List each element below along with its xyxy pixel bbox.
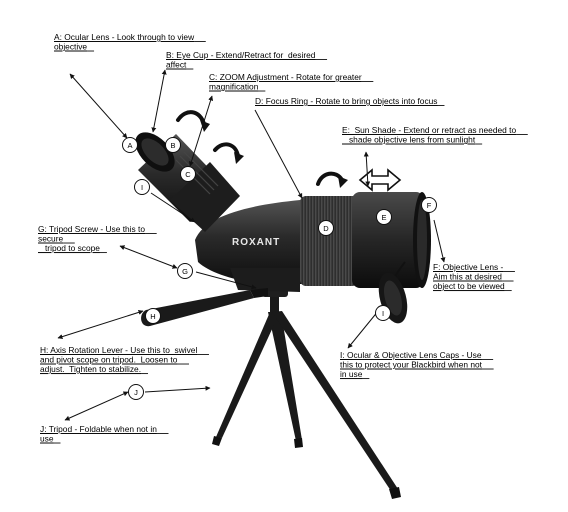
label-sun-shade: E: Sun Shade - Extend or retract as need…	[342, 125, 528, 145]
tripod-leg-right	[272, 311, 398, 491]
marker-i-top-letter: I	[141, 183, 143, 192]
focus-ring	[300, 196, 358, 286]
marker-i-top: I	[134, 179, 150, 195]
label-tripod: J: Tripod - Foldable when not in use	[40, 424, 169, 444]
marker-j-letter: J	[134, 388, 138, 397]
marker-f-letter: F	[427, 201, 432, 210]
sun-shade-arrow	[358, 168, 402, 192]
brand-logo: ROXANT	[232, 237, 280, 248]
marker-g: G	[177, 263, 193, 279]
marker-e: E	[376, 209, 392, 225]
label-focus-ring: D: Focus Ring - Rotate to bring objects …	[255, 96, 444, 106]
label-tripod-screw: G: Tripod Screw - Use this to secure tri…	[38, 224, 157, 253]
tripod-leg-front	[268, 312, 302, 441]
marker-g-letter: G	[182, 267, 188, 276]
marker-a-letter: A	[127, 141, 132, 150]
tripod-leg-left	[216, 312, 279, 438]
marker-i-cap-letter: I	[382, 309, 384, 318]
marker-c: C	[180, 166, 196, 182]
label-objective-lens: F: Objective Lens - Aim this at desired …	[433, 262, 515, 291]
label-axis-rotation-lever: H: Axis Rotation Lever - Use this to swi…	[40, 345, 209, 374]
marker-b: B	[165, 137, 181, 153]
marker-c-letter: C	[185, 170, 191, 179]
marker-h-letter: H	[150, 312, 155, 321]
marker-d-letter: D	[323, 224, 329, 233]
marker-a: A	[122, 137, 138, 153]
callout-lines	[57, 69, 446, 421]
label-zoom-adjustment: C: ZOOM Adjustment - Rotate for greater …	[209, 72, 373, 92]
tripod	[212, 283, 401, 499]
label-lens-caps: I: Ocular & Objective Lens Caps - Use th…	[340, 350, 494, 379]
marker-h: H	[145, 308, 161, 324]
marker-d: D	[318, 220, 334, 236]
marker-e-letter: E	[381, 213, 386, 222]
marker-b-letter: B	[170, 141, 175, 150]
label-eye-cup: B: Eye Cup - Extend/Retract for desired …	[166, 50, 327, 70]
sun-shade	[352, 192, 424, 288]
axis-rotation-lever[interactable]	[141, 288, 268, 327]
label-ocular-lens: A: Ocular Lens - Look through to view ob…	[54, 32, 206, 52]
marker-i-cap: I	[375, 305, 391, 321]
marker-f: F	[421, 197, 437, 213]
marker-j: J	[128, 384, 144, 400]
